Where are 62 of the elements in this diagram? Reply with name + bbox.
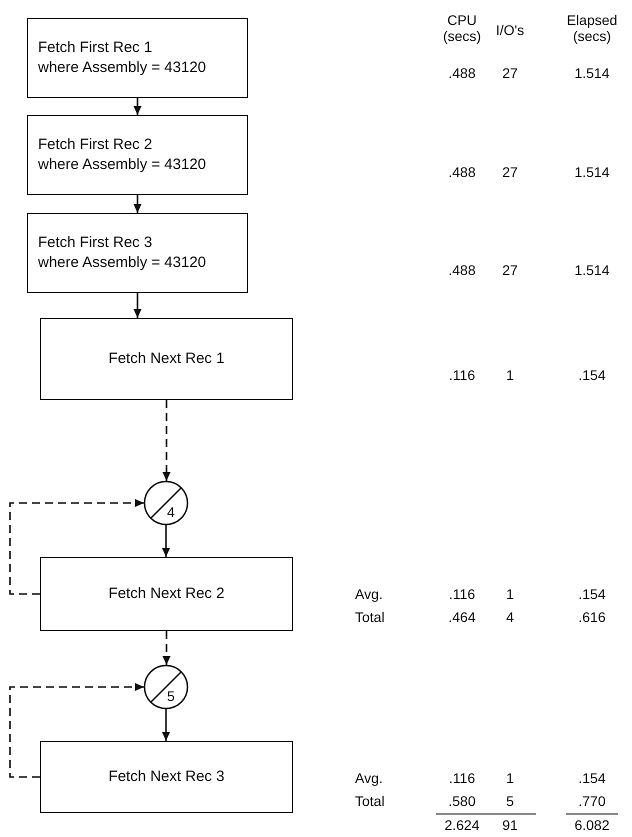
table-value: .116	[448, 367, 476, 383]
step-text: where Assembly = 43120	[38, 253, 206, 273]
table-value: 1	[505, 586, 515, 602]
table-value: .154	[577, 770, 607, 786]
arrow	[9, 683, 144, 778]
process-box	[27, 18, 248, 98]
process-box	[27, 115, 248, 195]
step-text: Fetch First Rec 2	[38, 135, 152, 155]
row-label: Avg.	[355, 770, 384, 786]
table-value: .154	[577, 367, 607, 383]
column-header: I/O's	[494, 22, 526, 38]
row-label: Total	[355, 609, 386, 625]
table-value: 1	[505, 367, 515, 383]
arrow	[9, 499, 144, 595]
table-value: .464	[447, 609, 477, 625]
table-value: 27	[501, 262, 519, 278]
arrow	[134, 293, 142, 318]
step-text: Fetch Next Rec 1	[108, 349, 224, 369]
process-box	[40, 318, 293, 400]
step-text: Fetch First Rec 1	[38, 38, 152, 58]
total-value: 91	[501, 817, 519, 833]
table-value: .116	[448, 586, 476, 602]
table-value: .488	[447, 262, 477, 278]
table-value: 1.514	[573, 262, 611, 278]
table-value: .616	[577, 609, 607, 625]
repeat-count: 5	[167, 688, 175, 704]
table-value: 27	[501, 65, 519, 81]
row-label: Total	[355, 793, 386, 809]
table-value: 1.514	[573, 65, 611, 81]
arrow	[162, 525, 170, 557]
arrow	[162, 709, 170, 741]
arrow	[162, 631, 170, 665]
table-value: .116	[448, 770, 476, 786]
step-text: where Assembly = 43120	[38, 58, 206, 78]
table-value: 5	[505, 793, 515, 809]
process-box	[40, 741, 293, 813]
table-value: .488	[447, 65, 477, 81]
total-value: 6.082	[573, 817, 611, 833]
table-value: 27	[501, 164, 519, 180]
arrow	[162, 400, 170, 481]
table-value: .154	[577, 586, 607, 602]
step-text: Fetch First Rec 3	[38, 233, 152, 253]
table-value: .770	[577, 793, 607, 809]
step-text: where Assembly = 43120	[38, 155, 206, 175]
table-value: 1.514	[573, 164, 611, 180]
step-text: Fetch Next Rec 2	[108, 584, 224, 604]
step-text: Fetch Next Rec 3	[108, 767, 224, 787]
total-value: 2.624	[443, 817, 481, 833]
table-value: 1	[505, 770, 515, 786]
row-label: Avg.	[355, 586, 384, 602]
process-box	[27, 213, 248, 293]
repeat-count: 4	[167, 504, 175, 520]
column-header: CPU (secs)	[442, 12, 482, 44]
split-circle	[143, 480, 189, 526]
column-header: Elapsed (secs)	[566, 12, 618, 44]
table-value: .488	[447, 164, 477, 180]
arrow	[134, 195, 142, 213]
table-value: 4	[505, 609, 515, 625]
process-box	[40, 557, 293, 631]
table-value: .580	[447, 793, 477, 809]
split-circle	[143, 664, 189, 710]
arrow	[134, 98, 142, 115]
